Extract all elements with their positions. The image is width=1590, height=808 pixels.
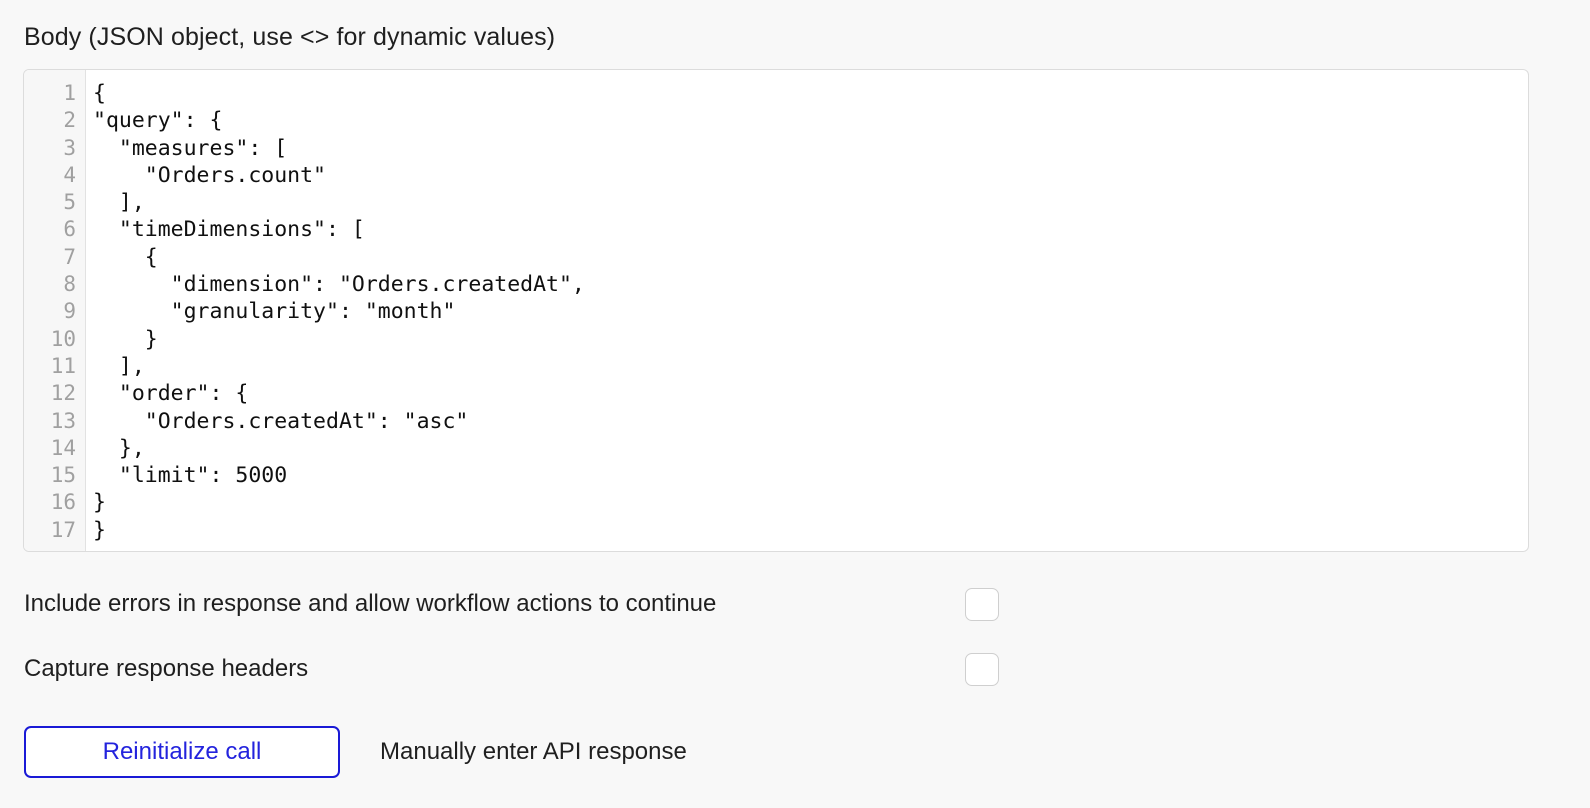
code-line: "measures": [	[93, 135, 288, 161]
body-field-label: Body (JSON object, use <> for dynamic va…	[24, 23, 556, 51]
code-line: "timeDimensions": [	[93, 217, 365, 243]
code-line: }	[93, 517, 106, 543]
option-row-include-errors: Include errors in response and allow wor…	[24, 587, 999, 621]
code-line: "query": {	[93, 108, 223, 134]
line-number: 13	[50, 408, 76, 433]
editor-line-number-gutter: 1 2 3 4 5 6 7 8 9 10 11 12 13 14 15 16 1…	[24, 70, 86, 551]
line-number: 8	[63, 272, 76, 297]
code-line: ],	[93, 190, 145, 216]
footer-actions: Reinitialize call Manually enter API res…	[24, 726, 687, 778]
code-line: }	[93, 326, 158, 352]
code-line: "order": {	[93, 381, 249, 407]
reinitialize-call-button[interactable]: Reinitialize call	[24, 726, 340, 778]
line-number: 15	[50, 463, 76, 488]
code-line: {	[93, 244, 158, 270]
line-number: 5	[63, 190, 76, 215]
code-line: "Orders.createdAt": "asc"	[93, 408, 469, 434]
code-line: ],	[93, 353, 145, 379]
code-line: "limit": 5000	[93, 463, 288, 489]
line-number: 4	[63, 162, 76, 187]
include-errors-checkbox[interactable]	[965, 587, 999, 621]
line-number: 14	[50, 435, 76, 460]
code-line: },	[93, 435, 145, 461]
code-line: "granularity": "month"	[93, 299, 456, 325]
code-line: "Orders.count"	[93, 162, 326, 188]
json-body-code-editor[interactable]: 1 2 3 4 5 6 7 8 9 10 11 12 13 14 15 16 1…	[23, 69, 1529, 552]
line-number: 3	[63, 135, 76, 160]
line-number: 17	[50, 517, 76, 542]
line-number: 11	[50, 353, 76, 378]
line-number: 2	[63, 108, 76, 133]
code-line: {	[93, 81, 106, 106]
line-number: 9	[63, 299, 76, 324]
code-line: "dimension": "Orders.createdAt",	[93, 272, 585, 298]
option-label-capture-headers: Capture response headers	[24, 655, 309, 682]
editor-code-area[interactable]: { "query": { "measures": [ "Orders.count…	[86, 70, 1528, 551]
line-number: 6	[63, 217, 76, 242]
option-label-include-errors: Include errors in response and allow wor…	[24, 590, 717, 617]
line-number: 7	[63, 244, 76, 269]
code-line: }	[93, 490, 106, 516]
line-number: 12	[50, 381, 76, 406]
option-row-capture-headers: Capture response headers	[24, 652, 999, 686]
line-number: 1	[63, 81, 76, 105]
line-number: 10	[50, 326, 76, 351]
capture-headers-checkbox[interactable]	[965, 652, 999, 686]
manually-enter-api-response-action[interactable]: Manually enter API response	[380, 738, 687, 765]
line-number: 16	[50, 490, 76, 515]
